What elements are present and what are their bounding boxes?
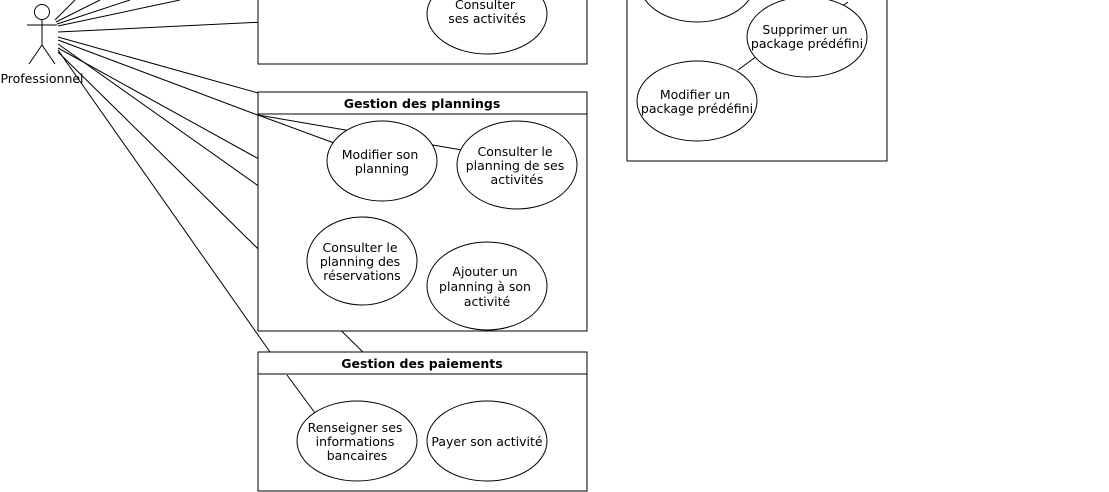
association-offscreen-4 [57, 0, 181, 27]
association-modifier-planning-inner [257, 114, 335, 144]
actor-right-leg [41, 44, 56, 65]
package-plannings-title: Gestion des plannings [344, 96, 501, 111]
package-paiements-title: Gestion des paiements [341, 356, 502, 371]
package-link-modifier-supprimer [737, 55, 758, 71]
use-case-supprimer-package-label: Supprimer un package prédéfini [751, 22, 863, 51]
actor-left-leg [28, 44, 43, 65]
package-paiements: Gestion des paiements Renseigner ses inf… [257, 351, 588, 492]
association-package-plannings [57, 36, 259, 94]
package-packages: Supprimer un package prédéfini Modifier … [626, 0, 888, 162]
use-case-payer-activite[interactable] [426, 400, 548, 482]
use-case-consulter-activites[interactable] [426, 0, 548, 55]
use-case-ajouter-planning[interactable] [426, 241, 548, 331]
actor-professionnel[interactable]: Professionnel [0, 4, 84, 87]
use-case-ajouter-planning-label: Ajouter un planning à son activité [439, 264, 535, 309]
use-case-modifier-planning-label: Modifier son planning [342, 147, 423, 176]
use-case-modifier-package-label: Modifier un package prédéfini [641, 87, 753, 116]
use-case-consulter-activites-label: Consulter ses activités [448, 0, 526, 26]
package-activites: Consulter ses activités [257, 0, 588, 65]
use-case-consulter-planning-activites[interactable] [456, 120, 578, 210]
actor-name: Professionnel [0, 71, 83, 86]
association-offscreen-3 [56, 0, 131, 25]
actor-head-icon [34, 4, 50, 20]
use-case-renseigner-infos-bancaires-label: Renseigner ses informations bancaires [308, 420, 407, 463]
association-offscreen-1 [54, 0, 76, 21]
use-case-supprimer-package[interactable] [746, 0, 868, 78]
association-package-paiements [57, 49, 271, 353]
use-case-modifier-planning[interactable] [326, 120, 438, 202]
use-case-renseigner-infos-bancaires[interactable] [296, 400, 418, 482]
use-case-modifier-package[interactable] [636, 60, 758, 142]
association-offscreen-2 [55, 0, 101, 23]
use-case-consulter-planning-reservations[interactable] [306, 216, 418, 306]
use-case-consulter-planning-activites-label: Consulter le planning de ses activités [466, 144, 569, 187]
association-renseigner-infos-inner [286, 374, 316, 414]
package-plannings: Gestion des plannings Modifier son plann… [257, 91, 588, 332]
use-case-payer-activite-label: Payer son activité [431, 434, 543, 449]
use-case-partial-top[interactable] [639, 0, 755, 23]
use-case-consulter-planning-reservations-label: Consulter le planning des réservations [320, 240, 404, 283]
